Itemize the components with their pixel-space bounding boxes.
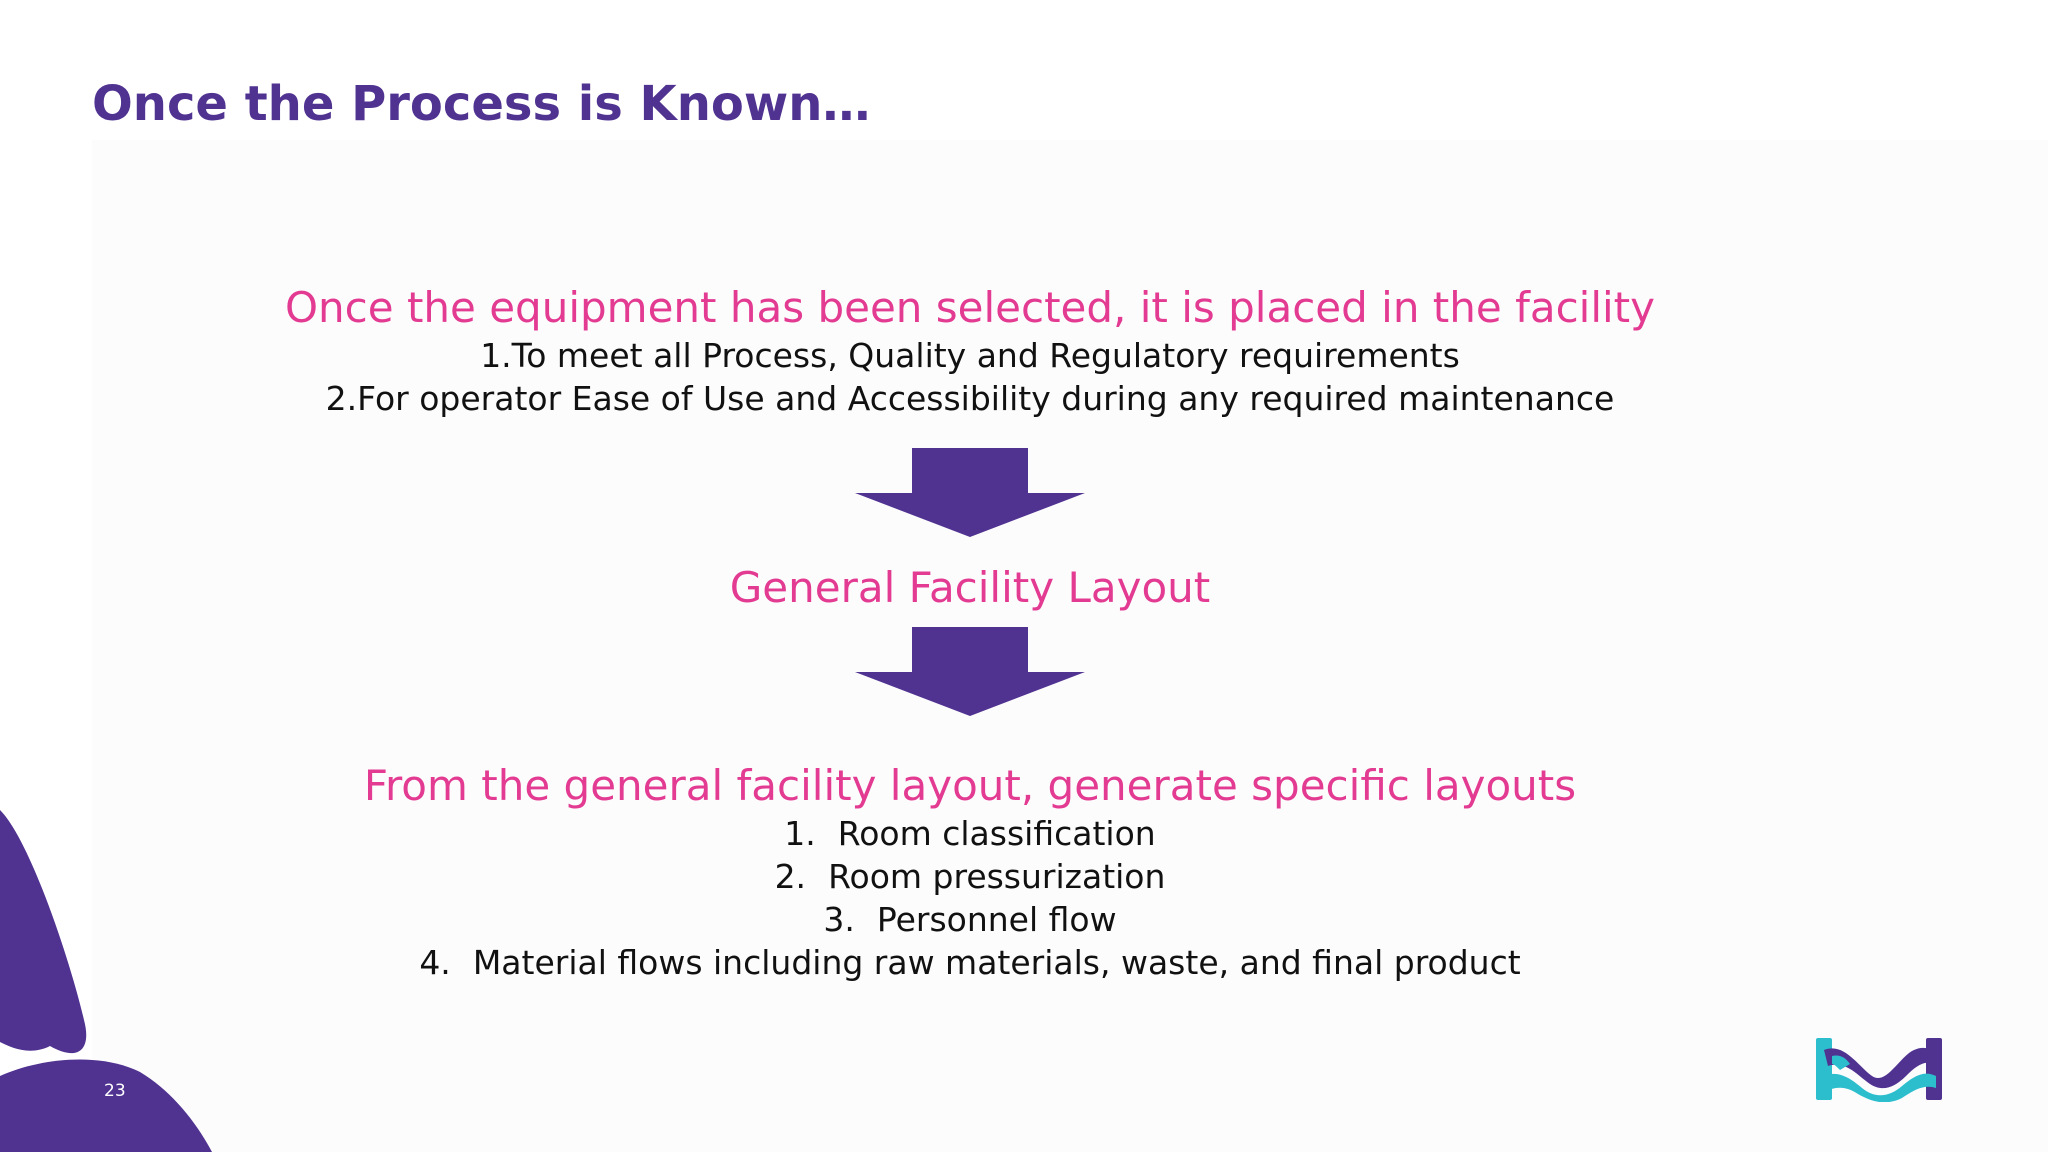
down-arrow-icon — [855, 627, 1085, 716]
section-specific-layouts: From the general facility layout, genera… — [0, 760, 1940, 984]
list-item-text: Personnel flow — [876, 900, 1117, 939]
list-item: 1. Room classification — [0, 812, 1940, 855]
list-item-number: 3. — [823, 900, 855, 939]
list-item: 1.To meet all Process, Quality and Regul… — [480, 336, 1460, 375]
list-item-number: 1. — [784, 814, 816, 853]
list-item-text: Material flows including raw materials, … — [472, 943, 1521, 982]
list-item: 2. Room pressurization — [0, 855, 1940, 898]
section-heading: General Facility Layout — [729, 563, 1211, 612]
page-number: 23 — [104, 1081, 126, 1101]
list-item: 3. Personnel flow — [0, 898, 1940, 941]
list-item: 4. Material flows including raw materials… — [0, 941, 1940, 984]
section-heading: Once the equipment has been selected, it… — [284, 283, 1656, 332]
list-item: 2.For operator Ease of Use and Accessibi… — [325, 379, 1615, 418]
section-heading: From the general facility layout, genera… — [363, 761, 1577, 810]
content-panel — [92, 140, 2048, 1152]
purple-wave-decoration — [0, 810, 212, 1152]
list-item-number: 4. — [419, 943, 451, 982]
section-equipment-placement: Once the equipment has been selected, it… — [0, 282, 1940, 420]
list-item-text: Room classification — [837, 814, 1156, 853]
list-item-text: Room pressurization — [828, 857, 1166, 896]
slide-title: Once the Process is Known… — [92, 76, 871, 132]
list-item-number: 2. — [774, 857, 807, 896]
section-general-layout: General Facility Layout — [0, 562, 1940, 614]
down-arrow-icon — [855, 448, 1085, 537]
brand-logo-icon — [1816, 1038, 1942, 1102]
